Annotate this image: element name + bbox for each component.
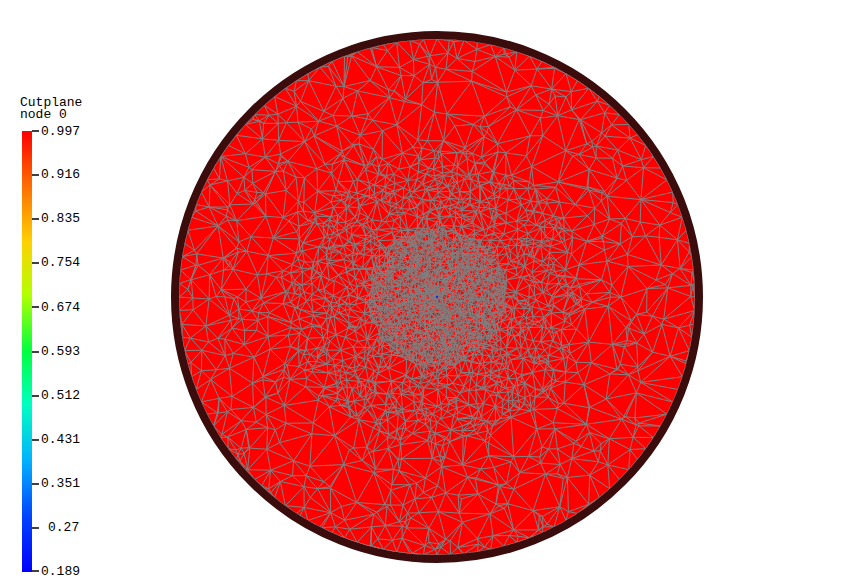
colorbar-ticks xyxy=(32,131,39,571)
colorbar-value: 0.754 xyxy=(41,256,80,269)
colorbar-value: 0.27 xyxy=(48,521,79,534)
cutplane-disk xyxy=(179,39,695,555)
mesh-lines xyxy=(179,39,695,555)
legend-title: Cutplane node 0 xyxy=(20,97,90,121)
tick-mark xyxy=(32,130,39,132)
tick-mark xyxy=(32,527,39,529)
tick-mark xyxy=(32,439,39,441)
colorbar-value: 0.916 xyxy=(41,168,80,181)
colorbar-value: 0.835 xyxy=(41,212,80,225)
tick-mark xyxy=(32,395,39,397)
tick-mark xyxy=(32,483,39,485)
pipe-wall xyxy=(175,35,699,559)
tick-mark xyxy=(32,570,39,572)
colorbar-value: 0.512 xyxy=(41,389,80,402)
tick-mark xyxy=(32,306,39,308)
colorbar-value: 0.351 xyxy=(41,477,80,490)
center-dot xyxy=(436,296,438,298)
colorbar-value: 0.431 xyxy=(41,433,80,446)
colorbar-value: 0.189 xyxy=(41,565,80,578)
tick-mark xyxy=(32,351,39,353)
colorbar-value: 0.593 xyxy=(41,345,80,358)
tick-mark xyxy=(32,262,39,264)
colorbar-value: 0.674 xyxy=(41,301,80,314)
tick-mark xyxy=(32,174,39,176)
colorbar xyxy=(22,131,32,572)
tick-mark xyxy=(32,218,39,220)
colorbar-value: 0.997 xyxy=(41,125,80,138)
